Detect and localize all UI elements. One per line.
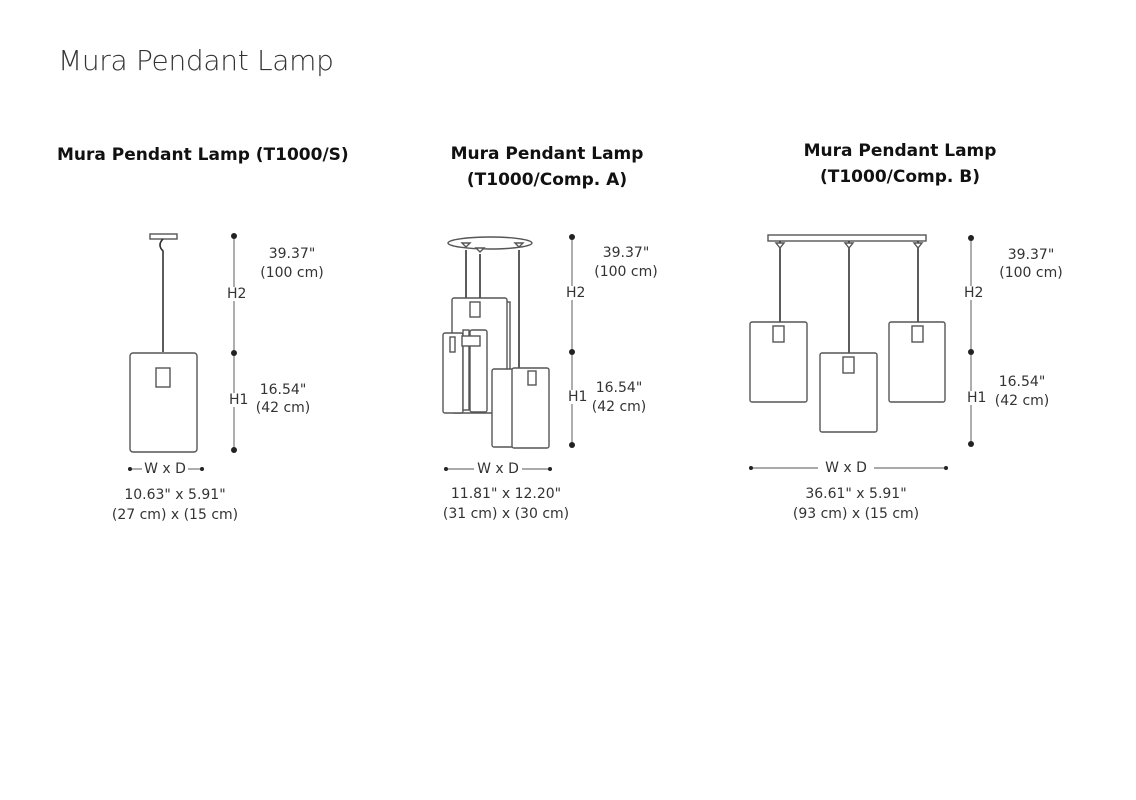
- h2-label: H2: [566, 285, 586, 301]
- h2-cm: (100 cm): [260, 265, 324, 281]
- ceiling-canopy: [149, 233, 178, 240]
- lamp-single-drawing: [129, 233, 198, 453]
- shade: [469, 329, 488, 413]
- h1-inches: 16.54": [998, 374, 1046, 390]
- h1-cm: (42 cm): [255, 400, 311, 416]
- h1-label: H1: [568, 389, 588, 405]
- heading-line: Mura Pendant Lamp: [450, 144, 644, 164]
- cord: [159, 238, 164, 352]
- h2-label: H2: [964, 285, 984, 301]
- wd-label: W x D: [825, 460, 867, 476]
- wd-inches: 36.61" x 5.91": [805, 486, 907, 502]
- wd-inches: 10.63" x 5.91": [124, 487, 226, 503]
- wd-label: W x D: [144, 461, 186, 477]
- shade: [511, 367, 550, 449]
- heading-line: (T1000/Comp. A): [466, 170, 628, 190]
- h1-label: H1: [229, 392, 249, 408]
- dimension-comp-b: [749, 235, 974, 470]
- shade: [819, 352, 878, 433]
- product-heading-comp-a: Mura Pendant Lamp (T1000/Comp. A): [451, 141, 644, 193]
- product-heading-single: Mura Pendant Lamp (T1000/S): [57, 145, 349, 165]
- shade-window: [155, 367, 171, 388]
- shade: [129, 352, 198, 453]
- dimension-single: [128, 233, 237, 471]
- shade: [749, 321, 808, 403]
- h1-cm: (42 cm): [591, 399, 647, 415]
- lamp-comp-b-drawing: [749, 234, 946, 433]
- page-title: Mura Pendant Lamp: [58, 44, 334, 77]
- wd-cm: (27 cm) x (15 cm): [111, 507, 239, 523]
- h2-inches: 39.37": [268, 246, 316, 262]
- h1-inches: 16.54": [595, 380, 643, 396]
- lamp-comp-a-drawing: [442, 236, 550, 449]
- wd-inches: 11.81" x 12.20": [450, 486, 562, 502]
- h2-inches: 39.37": [1007, 247, 1055, 263]
- h2-label: H2: [227, 286, 247, 302]
- heading-line: (T1000/Comp. B): [819, 167, 981, 187]
- wd-label: W x D: [477, 461, 519, 477]
- product-heading-comp-b: Mura Pendant Lamp (T1000/Comp. B): [804, 138, 997, 190]
- shade: [888, 321, 946, 403]
- h1-label: H1: [967, 390, 987, 406]
- h1-inches: 16.54": [259, 382, 307, 398]
- wd-cm: (31 cm) x (30 cm): [442, 506, 570, 522]
- h1-cm: (42 cm): [994, 393, 1050, 409]
- ceiling-canopy: [767, 234, 927, 242]
- h2-cm: (100 cm): [999, 265, 1063, 281]
- wd-cm: (93 cm) x (15 cm): [792, 506, 920, 522]
- dimension-comp-a: [444, 234, 575, 471]
- h2-cm: (100 cm): [594, 264, 658, 280]
- heading-line: Mura Pendant Lamp: [803, 141, 997, 161]
- h2-inches: 39.37": [602, 245, 650, 261]
- ceiling-canopy: [447, 236, 533, 250]
